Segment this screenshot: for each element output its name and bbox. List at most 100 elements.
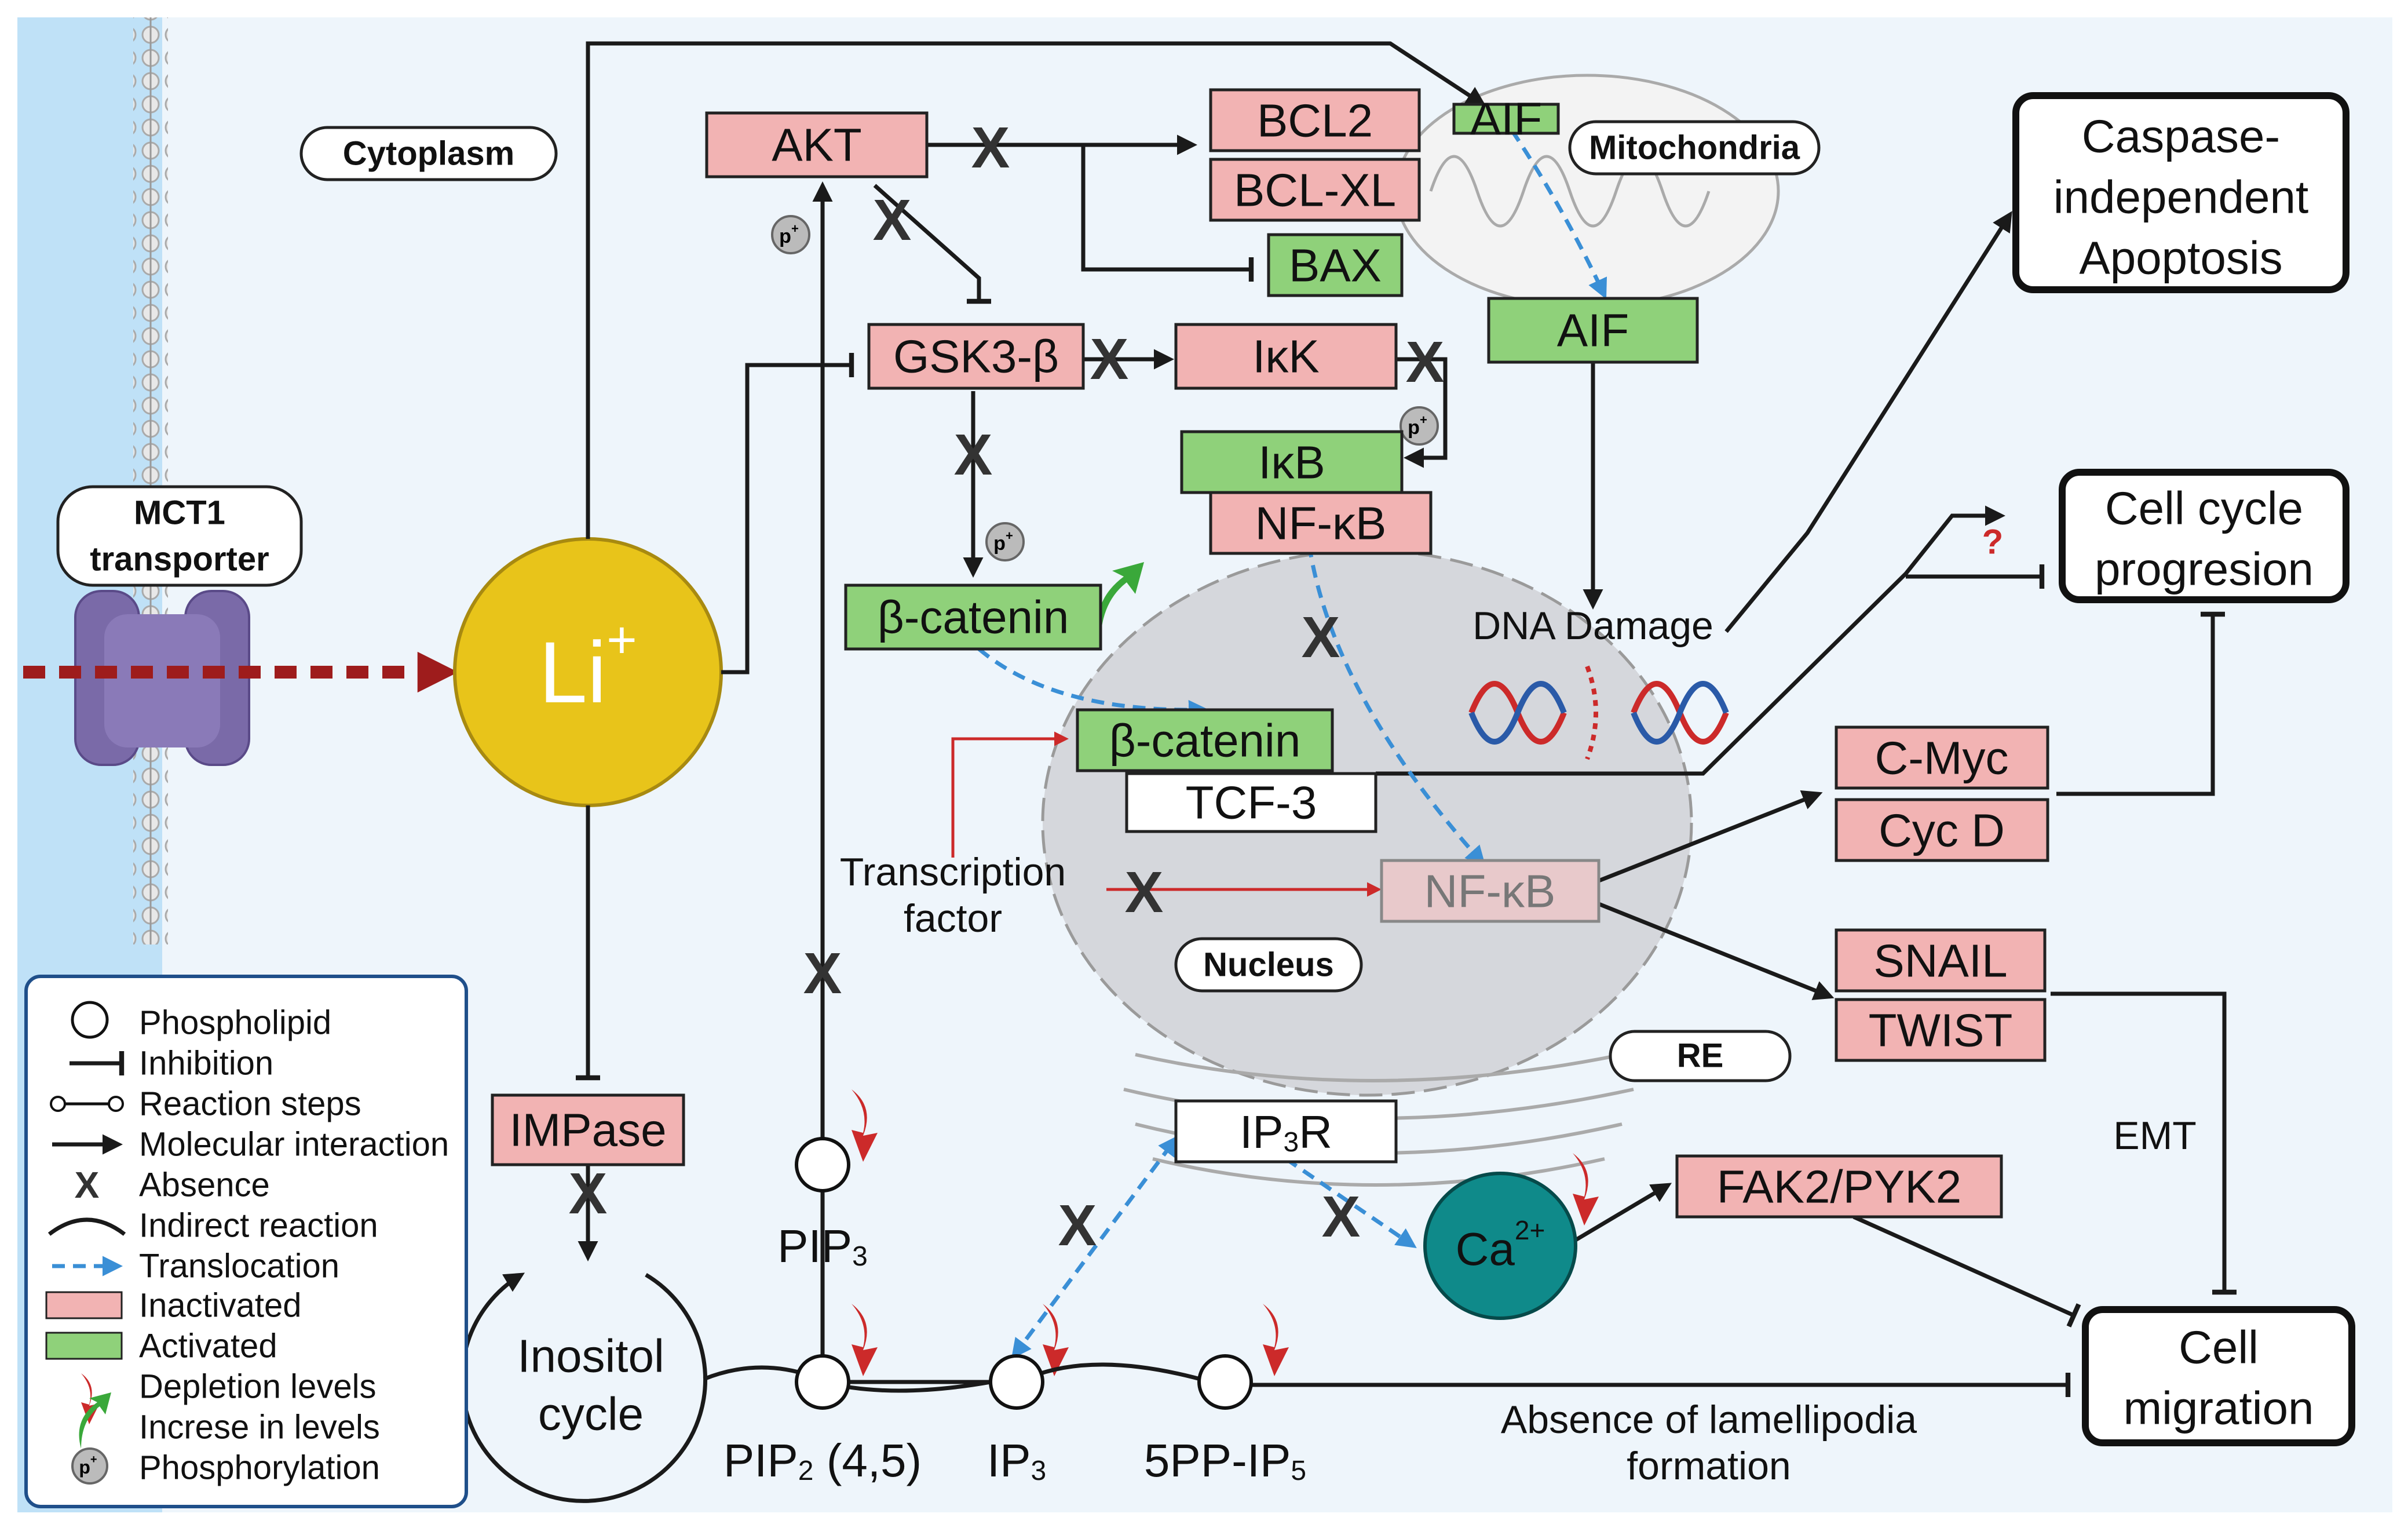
- svg-text:p+: p+: [779, 221, 799, 248]
- phospholipid-pip3: PIP3: [777, 1137, 868, 1272]
- legend-label-reaction-steps: Reaction steps: [139, 1085, 361, 1123]
- legend-label-phosphorylation: Phosphorylation: [139, 1449, 380, 1487]
- absence-x-transcription: X: [1125, 860, 1164, 925]
- phospholipid-5pp-ip5: 5PP-IP5: [1144, 1354, 1306, 1486]
- absence-x-gsk3b-ikk: X: [1090, 327, 1129, 392]
- depletion-icon-ca: [1573, 1153, 1599, 1226]
- legend-label-translocation: Translocation: [139, 1248, 339, 1285]
- legend-label-inactivated: Inactivated: [139, 1287, 302, 1325]
- absence-x-akt-bcl2: X: [971, 115, 1010, 180]
- svg-text:GSK3-β: GSK3-β: [893, 331, 1059, 382]
- absence-x-impase: X: [569, 1161, 608, 1226]
- svg-text:PIP2 (4,5): PIP2 (4,5): [724, 1435, 922, 1486]
- bclxl-node: BCL-XL: [1209, 158, 1421, 222]
- legend-activated-icon: [45, 1332, 123, 1360]
- svg-text:IMPase: IMPase: [509, 1104, 666, 1156]
- legend-label-phospholipid: Phospholipid: [139, 1004, 331, 1042]
- svg-text:SNAIL: SNAIL: [1873, 935, 2007, 987]
- cell-cycle-progression-box: Cell cycle progresion: [2059, 469, 2349, 603]
- depletion-icon-ip3: [1043, 1304, 1069, 1376]
- cytoplasm-label: Cytoplasm: [299, 126, 558, 181]
- svg-text:AIF: AIF: [1557, 305, 1629, 356]
- inositol-cycle: Inositol cycle: [460, 1272, 707, 1503]
- calcium-ion: Ca2+: [1423, 1172, 1577, 1320]
- svg-text:Caspase-: Caspase-: [2082, 111, 2280, 162]
- increase-icon-bcatenin: [1098, 562, 1144, 643]
- akt-node: AKT: [705, 111, 929, 178]
- lamellipodia-label-line1: Absence of lamellipodia: [1501, 1398, 1917, 1442]
- svg-text:Cell cycle: Cell cycle: [2105, 483, 2303, 534]
- mitochondria-label: Mitochondria: [1568, 120, 1821, 176]
- svg-text:5PP-IP5: 5PP-IP5: [1144, 1435, 1306, 1486]
- phosphorylation-markers: p+ p+ p+: [771, 215, 1439, 561]
- mct1-label-pill: MCT1 transporter: [56, 485, 303, 587]
- cell-migration-box: Cell migration: [2082, 1306, 2355, 1446]
- svg-text:independent: independent: [2053, 172, 2308, 223]
- absence-x-nfkb-translocation: X: [1302, 605, 1340, 670]
- phospholipid-pip2: PIP2 (4,5): [724, 1354, 922, 1486]
- impase-node: IMPase: [491, 1093, 685, 1166]
- absence-x-gsk3b-bcatenin: X: [954, 422, 993, 487]
- bcatenin-cytoplasm-node: β-catenin: [844, 584, 1102, 651]
- svg-text:Ca2+: Ca2+: [1456, 1215, 1545, 1275]
- legend-label-inhibition: Inhibition: [139, 1045, 273, 1082]
- transcription-factor-label-line1: Transcription: [840, 850, 1066, 894]
- svg-text:progresion: progresion: [2095, 544, 2314, 595]
- emt-label: EMT: [2113, 1114, 2197, 1158]
- absence-marks: X X X X X X X X X X X: [569, 115, 1445, 1258]
- unknown-effect-mark: ?: [1982, 523, 2004, 561]
- nucleus-label: Nucleus: [1174, 937, 1363, 993]
- absence-x-ikk-ikb: X: [1406, 330, 1445, 395]
- cell-membrane: [133, 17, 168, 944]
- phospho-icon-akt: p+: [771, 215, 810, 254]
- legend-phosphorylation-icon: p+: [71, 1447, 108, 1485]
- absence-x-ip3r-ca: X: [1322, 1184, 1361, 1249]
- mct1-label-line1: MCT1: [134, 494, 225, 532]
- caspase-independent-apoptosis-box: Caspase- independent Apoptosis: [2012, 92, 2349, 293]
- lamellipodia-label-line2: formation: [1627, 1444, 1791, 1488]
- snail-node: SNAIL: [1835, 928, 2047, 993]
- gsk3b-node: GSK3-β: [867, 323, 1085, 390]
- aif-mitochondrial-node: AIF: [1452, 93, 1560, 145]
- svg-text:TCF-3: TCF-3: [1186, 777, 1317, 829]
- svg-text:cycle: cycle: [538, 1388, 644, 1440]
- svg-text:PIP3: PIP3: [777, 1220, 868, 1272]
- twist-node: TWIST: [1835, 998, 2047, 1062]
- cycd-node: Cyc D: [1835, 798, 2049, 862]
- svg-text:RE: RE: [1677, 1037, 1724, 1075]
- svg-text:β-catenin: β-catenin: [878, 592, 1069, 643]
- svg-text:migration: migration: [2123, 1383, 2314, 1434]
- svg-text:p+: p+: [1408, 413, 1427, 439]
- bcl2-node: BCL2: [1209, 88, 1421, 152]
- fak2-pyk2-node: FAK2/PYK2: [1675, 1154, 2003, 1219]
- nfkb-nucleus-node: NF-κB: [1380, 859, 1601, 923]
- svg-text:BAX: BAX: [1289, 240, 1382, 291]
- svg-text:TWIST: TWIST: [1869, 1005, 2013, 1056]
- legend-label-absence: Absence: [139, 1166, 270, 1204]
- svg-text:Mitochondria: Mitochondria: [1589, 129, 1800, 167]
- legend: X p+ Phospholipid Inhibition Reaction st…: [24, 975, 468, 1508]
- transcription-factor-label-line2: factor: [904, 896, 1002, 940]
- svg-text:β-catenin: β-catenin: [1109, 715, 1301, 767]
- mct1-label-line2: transporter: [90, 541, 269, 578]
- cmyc-node: C-Myc: [1835, 725, 2049, 790]
- depletion-icon-pip2: [852, 1304, 878, 1376]
- legend-label-depletion-levels: Depletion levels: [139, 1368, 376, 1406]
- aif-node: AIF: [1487, 297, 1699, 364]
- svg-text:IκB: IκB: [1258, 437, 1325, 488]
- svg-text:AIF: AIF: [1470, 93, 1542, 145]
- legend-label-increase-levels: Increse in levels: [139, 1409, 380, 1446]
- legend-phospholipid-icon: [71, 1001, 109, 1039]
- absence-x-ip3-ip3r: X: [1058, 1193, 1097, 1258]
- absence-x-akt-gsk3b: X: [873, 188, 912, 253]
- svg-text:Apoptosis: Apoptosis: [2079, 232, 2282, 284]
- legend-label-indirect-reaction: Indirect reaction: [139, 1207, 378, 1245]
- svg-text:IP3: IP3: [987, 1435, 1046, 1486]
- svg-text:Cyc D: Cyc D: [1879, 805, 2005, 856]
- svg-text:BCL2: BCL2: [1257, 95, 1373, 147]
- svg-text:Cell: Cell: [2179, 1322, 2259, 1373]
- svg-text:AKT: AKT: [772, 119, 862, 171]
- svg-text:Cytoplasm: Cytoplasm: [343, 135, 515, 173]
- dna-helix-icon: [1468, 665, 1729, 760]
